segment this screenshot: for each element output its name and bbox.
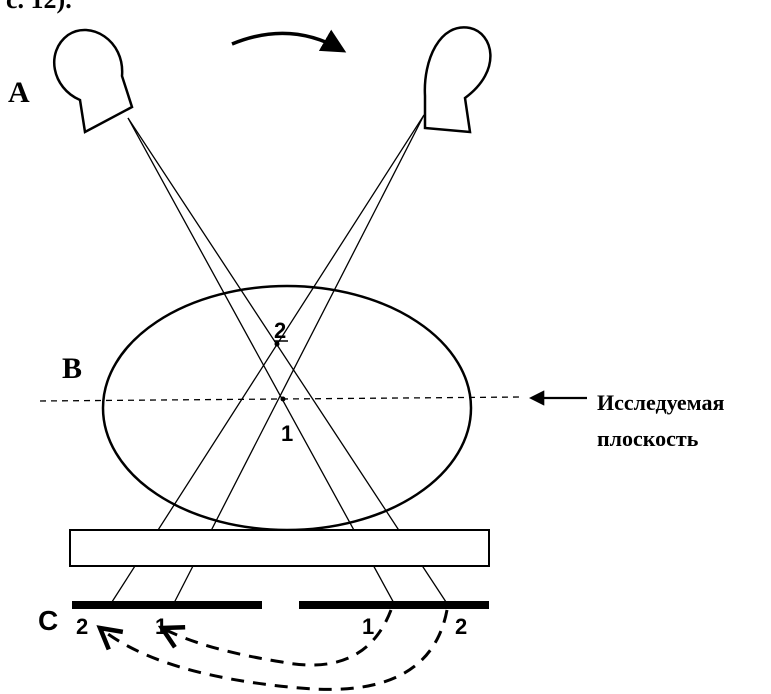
label-a: A: [8, 76, 30, 109]
xray-tube-icon: [52, 28, 134, 134]
film-right: [299, 601, 489, 609]
film-label-left-1: 1: [155, 614, 167, 639]
point-label-2: 2: [274, 318, 286, 343]
table-slab: [69, 529, 490, 567]
film-left: [72, 601, 262, 609]
point-2: [274, 341, 280, 347]
motion-arrow-icon: [231, 29, 347, 53]
film-label-right-1: 1: [362, 614, 374, 639]
label-b: B: [62, 352, 82, 385]
beam-lines: [109, 114, 449, 606]
xray-tube-icon: [423, 26, 492, 134]
point-1: [280, 396, 286, 402]
examined-plane-line: [39, 396, 523, 402]
label-c: C: [38, 605, 58, 636]
header-fragment: с. 12).: [6, 0, 72, 14]
film-motion-arrow-inner: [162, 609, 393, 667]
plane-caption-line1: Исследуемая: [597, 390, 725, 415]
film-motion-arrow-outer: [100, 609, 449, 691]
film-label-left-2: 2: [76, 614, 88, 639]
film-label-right-2: 2: [455, 614, 467, 639]
plane-caption-line2: плоскость: [597, 426, 699, 451]
point-label-1: 1: [281, 421, 293, 446]
